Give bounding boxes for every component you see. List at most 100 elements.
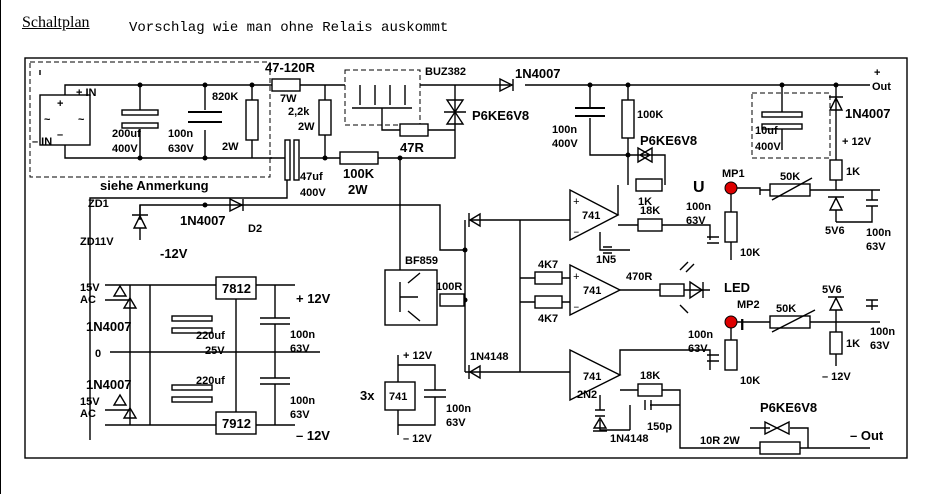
- svg-text:220uf: 220uf: [196, 330, 225, 342]
- zd11v-label: ZD11V: [80, 236, 114, 248]
- i-label: I: [740, 317, 744, 334]
- opamp-741-1: [569, 188, 620, 242]
- svg-text:2W: 2W: [222, 141, 239, 153]
- svg-text:47uf: 47uf: [300, 171, 323, 183]
- svg-text:7W: 7W: [280, 93, 297, 105]
- cap-1n5: [603, 246, 612, 254]
- res-18k-op3: [637, 383, 663, 397]
- svg-text:0: 0: [95, 348, 101, 360]
- svg-text:1K: 1K: [846, 338, 860, 350]
- zd1-label: ZD1: [88, 198, 109, 210]
- svg-text:50K: 50K: [776, 303, 796, 315]
- u-label: U: [693, 179, 705, 196]
- page-title: Schaltplan: [22, 14, 90, 31]
- svg-text:25V: 25V: [205, 345, 225, 357]
- bridge-ac1: ~: [44, 114, 51, 126]
- svg-text:630V: 630V: [168, 143, 194, 155]
- svg-text:1N4148: 1N4148: [470, 351, 509, 363]
- svg-text:1K: 1K: [638, 196, 652, 208]
- opamp-741-3: [569, 348, 622, 402]
- svg-text:470R: 470R: [626, 271, 652, 283]
- minus-in-label: – IN: [32, 136, 52, 148]
- diode-1n4148-b: [592, 416, 608, 432]
- svg-text:63V: 63V: [446, 417, 466, 429]
- svg-text:400V: 400V: [755, 141, 781, 153]
- svg-text:1N5: 1N5: [596, 254, 616, 266]
- svg-text:63V: 63V: [870, 340, 890, 352]
- pot-10k-i: [724, 339, 738, 371]
- pot-50k-i: [769, 315, 811, 329]
- svg-text:– 12V: – 12V: [822, 371, 851, 383]
- svg-text:–: –: [573, 227, 580, 239]
- svg-text:10K: 10K: [740, 375, 760, 387]
- label-200uf-v: 400V: [112, 143, 138, 155]
- svg-text:100R: 100R: [436, 281, 462, 293]
- res-2-2k: [318, 99, 332, 136]
- svg-text:18K: 18K: [640, 370, 660, 382]
- svg-text:P6KE6V8: P6KE6V8: [640, 133, 697, 148]
- svg-text:100n: 100n: [446, 403, 471, 415]
- page-subtitle: Vorschlag wie man ohne Relais auskommt: [129, 20, 449, 36]
- input-dashed-box: [29, 61, 271, 178]
- tvs-p6ke6v8-1: [444, 99, 466, 125]
- svg-text:+ 12V: + 12V: [403, 350, 433, 362]
- led-label: LED: [724, 280, 750, 295]
- svg-text:47R: 47R: [400, 140, 424, 155]
- zener-zd11v: [132, 205, 148, 240]
- tvs-p6ke6v8-3: [764, 420, 790, 436]
- diode-to-op1: [468, 212, 481, 228]
- svg-text:2W: 2W: [298, 121, 315, 133]
- svg-text:D2: D2: [248, 223, 262, 235]
- bridge-minus: –: [57, 129, 63, 141]
- plus-in-label: + IN: [76, 87, 97, 99]
- svg-text:2,2k: 2,2k: [288, 106, 310, 118]
- svg-text:100n: 100n: [688, 329, 713, 341]
- svg-text:BF859: BF859: [405, 255, 438, 267]
- svg-text:100K: 100K: [637, 109, 663, 121]
- svg-text:AC: AC: [80, 294, 96, 306]
- svg-text:10K: 10K: [740, 247, 760, 259]
- bridge-diodes: [112, 284, 138, 419]
- svg-text:63V: 63V: [688, 343, 708, 355]
- mp2-test-point: [724, 315, 738, 329]
- bridge-rectifier: [39, 94, 91, 146]
- svg-text:AC: AC: [80, 408, 96, 420]
- res-10r-2w: [759, 441, 801, 455]
- svg-text:741: 741: [583, 371, 601, 383]
- svg-text:100n: 100n: [290, 395, 315, 407]
- svg-text:47-120R: 47-120R: [265, 60, 315, 75]
- svg-text:1N4007: 1N4007: [86, 319, 132, 334]
- svg-text:1K: 1K: [846, 166, 860, 178]
- svg-text:+ 12V: + 12V: [296, 291, 331, 306]
- res-18k-op1: [637, 218, 663, 232]
- svg-text:1N4007: 1N4007: [515, 66, 561, 81]
- res-4k7-b: [534, 295, 563, 309]
- svg-text:1N4148: 1N4148: [610, 433, 649, 445]
- svg-text:400V: 400V: [552, 138, 578, 150]
- cap-47uf: [284, 139, 291, 181]
- svg-text:+: +: [573, 197, 580, 209]
- svg-text:7812: 7812: [222, 281, 251, 296]
- svg-text:2W: 2W: [348, 182, 368, 197]
- res-1k-u: [829, 159, 843, 181]
- svg-text:15V: 15V: [80, 282, 100, 294]
- svg-text:741: 741: [389, 391, 407, 403]
- cap-2n2: [595, 409, 605, 417]
- svg-text:63V: 63V: [686, 215, 706, 227]
- svg-text:220uf: 220uf: [196, 375, 225, 387]
- svg-text:100n: 100n: [870, 326, 895, 338]
- svg-text:100K: 100K: [343, 166, 375, 181]
- svg-text:P6KE6V8: P6KE6V8: [472, 108, 529, 123]
- cap-150p: [644, 400, 652, 410]
- svg-text:820K: 820K: [212, 91, 238, 103]
- svg-text:+ 12V: + 12V: [842, 136, 872, 148]
- res-100k-2w: [339, 151, 379, 165]
- svg-text:2N2: 2N2: [577, 389, 597, 401]
- bridge-ac2: ~: [78, 114, 85, 126]
- svg-text:–: –: [573, 302, 580, 314]
- svg-text:MP1: MP1: [722, 168, 745, 180]
- svg-text:100n: 100n: [866, 227, 891, 239]
- res-100k-out: [621, 99, 635, 139]
- svg-text:18K: 18K: [640, 205, 660, 217]
- cap-220uf-b: [171, 384, 213, 391]
